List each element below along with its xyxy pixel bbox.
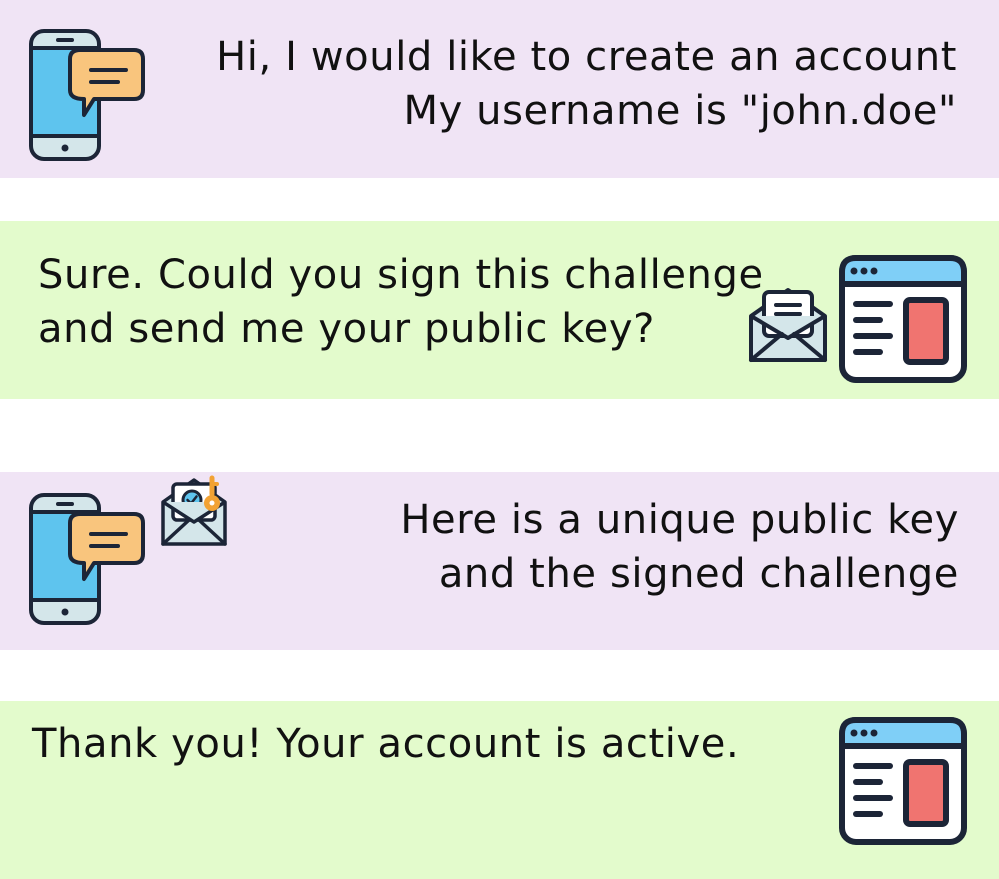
message-line: Thank you! Your account is active. bbox=[32, 721, 740, 767]
message-line: Here is a unique public key bbox=[400, 497, 959, 543]
phone-chat-icon bbox=[29, 29, 145, 161]
message-line: and the signed challenge bbox=[438, 551, 959, 597]
message-band-4 bbox=[0, 701, 999, 879]
message-line: and send me your public key? bbox=[38, 306, 655, 352]
message-line: Hi, I would like to create an account bbox=[216, 34, 957, 80]
client-message-1: Hi, I would like to create an account My… bbox=[216, 30, 957, 138]
message-band-2 bbox=[0, 221, 999, 399]
server-message-4: Thank you! Your account is active. bbox=[32, 717, 739, 771]
client-message-3: Here is a unique public key and the sign… bbox=[400, 493, 959, 601]
message-line: Sure. Could you sign this challenge bbox=[38, 252, 764, 298]
server-message-2: Sure. Could you sign this challenge and … bbox=[38, 248, 764, 356]
envelope-letter-icon bbox=[749, 288, 827, 362]
browser-window-icon bbox=[839, 255, 967, 383]
browser-window-icon bbox=[839, 717, 967, 845]
envelope-key-icon bbox=[161, 475, 227, 546]
message-band-1 bbox=[0, 0, 999, 178]
message-line: My username is "john.doe" bbox=[403, 88, 957, 134]
phone-chat-icon bbox=[29, 493, 145, 625]
